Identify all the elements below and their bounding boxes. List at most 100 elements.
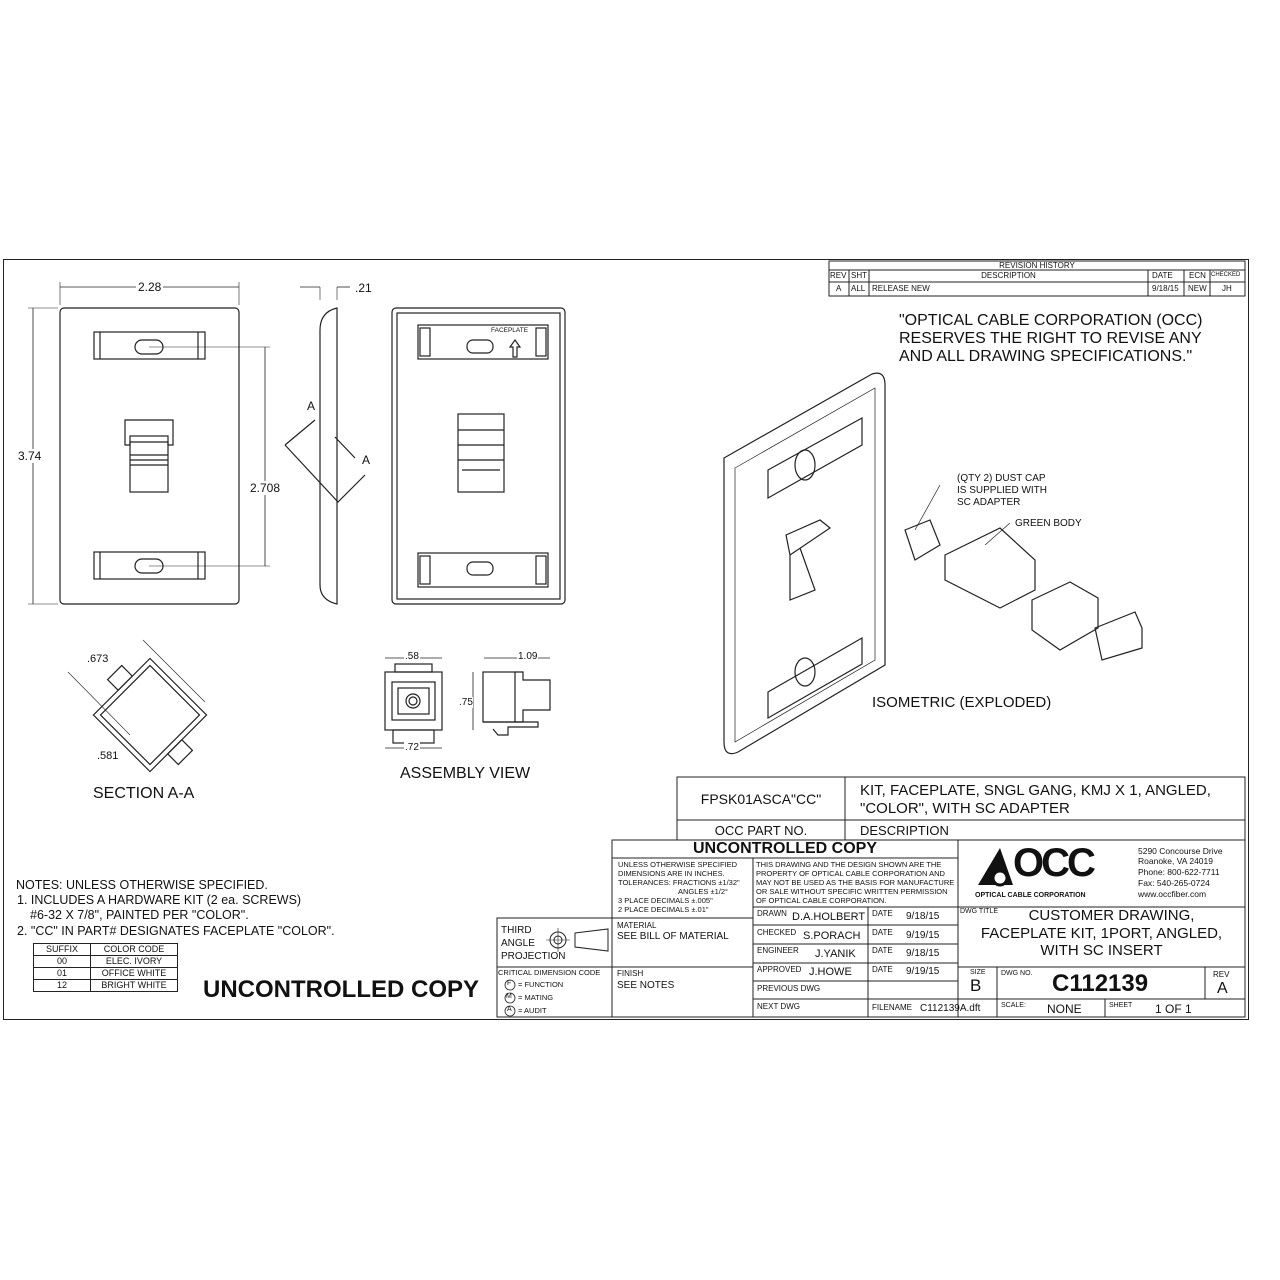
tolerance-line: DIMENSIONS ARE IN INCHES. <box>618 869 725 878</box>
notes-header: NOTES: UNLESS OTHERWISE SPECIFIED. <box>16 878 268 892</box>
revision-history-title: REVISION HISTORY <box>999 261 1075 270</box>
company-address-line: Roanoke, VA 24019 <box>1138 856 1213 866</box>
dim-assembly-length: 1.09 <box>517 651 539 662</box>
engineer-name: J.YANIK <box>815 948 856 960</box>
drawn-date-label: DATE <box>872 909 893 918</box>
title-block-stamp: UNCONTROLLED COPY <box>693 840 877 857</box>
disclaimer-line-1: "OPTICAL CABLE CORPORATION (OCC) <box>899 312 1203 329</box>
color-code-header: COLOR CODE <box>90 943 178 956</box>
isometric-view <box>723 372 1143 755</box>
material-label: MATERIAL <box>617 921 657 930</box>
drawn-label: DRAWN <box>757 909 787 918</box>
approved-name: J.HOWE <box>809 966 852 978</box>
finish-value: SEE NOTES <box>617 980 675 991</box>
engineer-date: 9/18/15 <box>906 948 940 959</box>
green-body-callout: GREEN BODY <box>1015 518 1082 529</box>
rev-header: REV <box>830 271 847 280</box>
checked-value: JH <box>1222 284 1232 293</box>
filename-label: FILENAME <box>872 1003 913 1012</box>
size-value: B <box>970 976 982 995</box>
engineer-label: ENGINEER <box>757 946 799 955</box>
section-marker-top: A <box>307 399 316 413</box>
desc-header: DESCRIPTION <box>981 271 1036 280</box>
dust-cap-callout-3: SC ADAPTER <box>957 497 1021 508</box>
part-number-label: OCC PART NO. <box>714 823 808 838</box>
title-block-lines <box>496 260 1246 1018</box>
uncontrolled-copy-stamp: UNCONTROLLED COPY <box>203 976 479 1003</box>
filename-value: C112139A.dft <box>920 1003 981 1014</box>
disclaimer-line-3: AND ALL DRAWING SPECIFICATIONS." <box>899 348 1193 365</box>
suffix-cell: 01 <box>33 967 91 980</box>
color-cell: ELEC. IVORY <box>90 955 178 968</box>
company-phone: Phone: 800-622-7711 <box>1138 867 1220 877</box>
critical-code-a: A <box>507 1006 512 1013</box>
section-marker-bottom: A <box>362 453 371 467</box>
next-dwg-label: NEXT DWG <box>757 1002 800 1011</box>
side-view <box>284 286 366 605</box>
dwg-no-value: C112139 <box>1052 970 1149 997</box>
company-website: www.occfiber.com <box>1138 889 1207 899</box>
occ-logo-text: OCC <box>1013 841 1096 885</box>
dim-hole-spacing: 2.708 <box>250 481 281 495</box>
note-1: 1. INCLUDES A HARDWARE KIT (2 ea. SCREWS… <box>17 893 302 907</box>
dwg-title-label: DWG TITLE <box>960 908 998 915</box>
dwg-no-label: DWG NO. <box>1001 970 1033 977</box>
approved-label: APPROVED <box>757 965 802 974</box>
critical-dimension-label: CRITICAL DIMENSION CODE <box>498 968 601 977</box>
finish-label: FINISH <box>617 969 644 978</box>
rev-value: A <box>836 284 842 293</box>
desc-value: RELEASE NEW <box>872 284 930 293</box>
part-description-line-1: KIT, FACEPLATE, SNGL GANG, KMJ X 1, ANGL… <box>860 782 1211 799</box>
drawn-date: 9/18/15 <box>906 911 940 922</box>
color-cell: OFFICE WHITE <box>90 967 178 980</box>
dim-assembly-top: .58 <box>404 651 420 662</box>
projection-label: THIRD <box>501 925 532 936</box>
front-view <box>28 282 270 605</box>
scale-value: NONE <box>1047 1002 1082 1016</box>
drawing-frame <box>3 259 1249 1020</box>
sht-value: ALL <box>851 284 866 293</box>
rev-value: A <box>1217 980 1228 997</box>
sheet-value: 1 OF 1 <box>1155 1002 1192 1016</box>
date-value: 9/18/15 <box>1152 284 1179 293</box>
scale-label: SCALE: <box>1001 1002 1026 1009</box>
dwg-title-line-3: WITH SC INSERT <box>1040 942 1163 959</box>
ecn-value: NEW <box>1188 284 1207 293</box>
dust-cap-callout-1: (QTY 2) DUST CAP <box>957 473 1046 484</box>
tolerance-line: 2 PLACE DECIMALS ±.01" <box>618 905 709 914</box>
proprietary-line: MAY NOT BE USED AS THE BASIS FOR MANUFAC… <box>756 878 955 887</box>
part-number: FPSK01ASCA"CC" <box>700 791 822 807</box>
size-label: SIZE <box>970 969 986 976</box>
dust-cap-callout-2: IS SUPPLIED WITH <box>957 485 1048 496</box>
company-fax: Fax: 540-265-0724 <box>1138 878 1210 888</box>
faceplate-label: FACEPLATE <box>491 327 529 334</box>
description-label: DESCRIPTION <box>860 823 949 838</box>
assembly-title: ASSEMBLY VIEW <box>400 765 531 782</box>
dim-height: 3.74 <box>18 449 42 463</box>
checked-header: CHECKED <box>1211 272 1241 278</box>
tolerance-line: TOLERANCES: FRACTIONS ±1/32" <box>618 878 740 887</box>
proprietary-line: THIS DRAWING AND THE DESIGN SHOWN ARE TH… <box>756 860 942 869</box>
dim-width: 2.28 <box>136 280 164 294</box>
occ-logo-graphic <box>978 848 1013 887</box>
company-name: OPTICAL CABLE CORPORATION <box>975 892 1086 899</box>
dim-section-2: .581 <box>97 750 119 762</box>
approved-date: 9/19/15 <box>906 966 940 977</box>
critical-code-f: F <box>507 980 512 987</box>
tolerance-line: ANGLES ±1/2° <box>678 887 729 896</box>
critical-code-f-text: = FUNCTION <box>518 980 564 989</box>
critical-code-m: M <box>506 993 512 1000</box>
dim-depth: .21 <box>355 281 372 295</box>
material-value: SEE BILL OF MATERIAL <box>617 931 729 942</box>
approved-date-label: DATE <box>872 965 893 974</box>
rev-label: REV <box>1213 970 1230 979</box>
tolerance-line: 3 PLACE DECIMALS ±.005" <box>618 896 713 905</box>
engineer-date-label: DATE <box>872 946 893 955</box>
color-cell: BRIGHT WHITE <box>90 979 178 992</box>
critical-code-a-text: = AUDIT <box>518 1006 547 1015</box>
dim-section-1: .673 <box>87 653 109 665</box>
dim-assembly-height: .75 <box>459 697 473 708</box>
section-title: SECTION A-A <box>93 785 195 802</box>
